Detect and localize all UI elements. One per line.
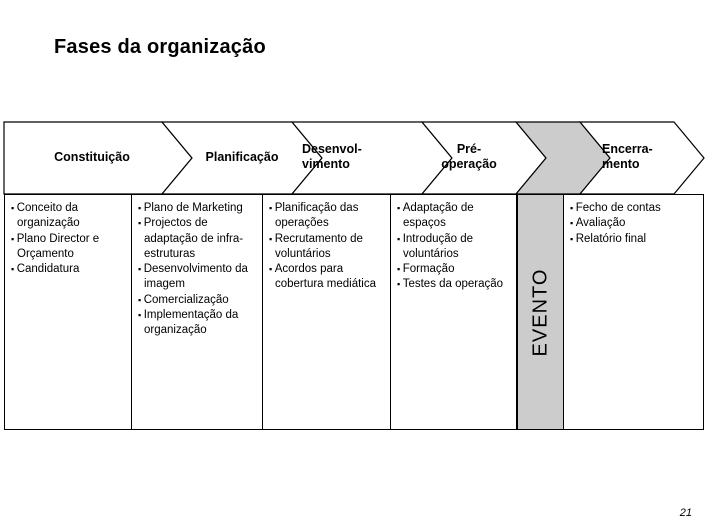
list-item: Adaptação de espaços [397,201,510,232]
page-number: 21 [679,507,692,519]
chevron-label-pre-operacao-line2: operação [441,157,497,171]
chevron-label-encerramento: Encerra- mento [602,142,702,172]
list-item: Implementação da organização [138,308,256,339]
bullet-list-desenvolvimento: Planificação das operações Recrutamento … [269,201,384,293]
chevron-label-planificacao: Planificação [205,150,279,164]
detail-column-constituicao: Conceito da organização Plano Director e… [5,195,132,429]
chevron-label-encerramento-line2: mento [602,157,640,171]
list-item: Acordos para cobertura mediática [269,262,384,293]
bullet-list-pre-operacao: Adaptação de espaços Introdução de volun… [397,201,510,293]
list-item: Planificação das operações [269,201,384,232]
detail-column-pre-operacao: Adaptação de espaços Introdução de volun… [391,195,517,429]
page-title: Fases da organização [54,36,266,58]
list-item: Comercialização [138,293,256,308]
chevron-shapes [3,121,705,195]
event-column: EVENTO [517,195,564,429]
chevron-label-constituicao: Constituição [54,150,130,164]
list-item: Plano de Marketing [138,201,256,216]
bullet-list-encerramento: Fecho de contas Avaliação Relatório fina… [570,201,695,247]
chevron-label-encerramento-line1: Encerra- [602,142,653,156]
phase-chevron-band: Constituição Planificação Desenvol- vime… [3,121,705,195]
list-item: Conceito da organização [11,201,125,232]
list-item: Fecho de contas [570,201,695,216]
detail-column-planificacao: Plano de Marketing Projectos de adaptaçã… [132,195,263,429]
event-column-label: EVENTO [529,268,551,356]
list-item: Introdução de voluntários [397,232,510,263]
chevron-label-pre-operacao-line1: Pré- [456,142,482,156]
chevron-label-desenvolvimento-line1: Desenvol- [302,142,362,156]
list-item: Recrutamento de voluntários [269,232,384,263]
phase-detail-table: Conceito da organização Plano Director e… [4,194,704,430]
list-item: Relatório final [570,232,695,247]
list-item: Formação [397,262,510,277]
bullet-list-planificacao: Plano de Marketing Projectos de adaptaçã… [138,201,256,339]
list-item: Testes da operação [397,277,510,292]
detail-column-encerramento: Fecho de contas Avaliação Relatório fina… [564,195,701,429]
chevron-label-desenvolvimento: Desenvol- vimento [302,142,422,172]
list-item: Projectos de adaptação de infra-estrutur… [138,216,256,262]
list-item: Candidatura [11,262,125,277]
list-item: Desenvolvimento da imagem [138,262,256,293]
list-item: Avaliação [570,216,695,231]
chevron-label-pre-operacao: Pré- operação [404,142,534,172]
chevron-label-desenvolvimento-line2: vimento [302,157,350,171]
bullet-list-constituicao: Conceito da organização Plano Director e… [11,201,125,277]
list-item: Plano Director e Orçamento [11,232,125,263]
detail-column-desenvolvimento: Planificação das operações Recrutamento … [263,195,391,429]
